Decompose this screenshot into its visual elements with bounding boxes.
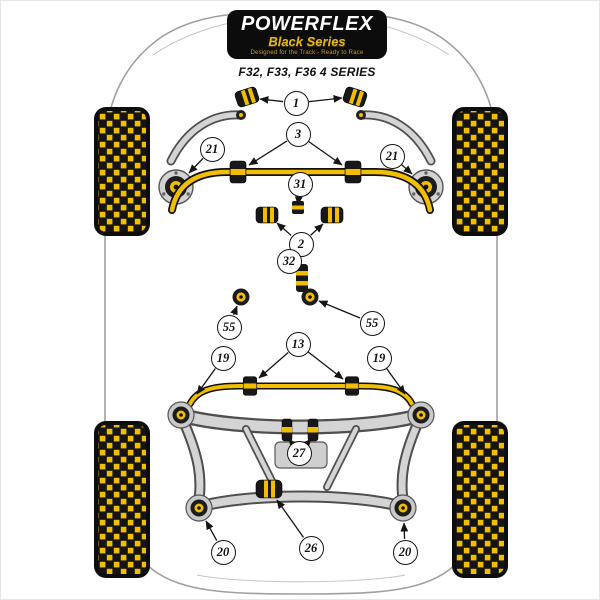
tire-rear-right: [452, 421, 508, 578]
callout-arrow-31: [294, 196, 303, 206]
exhaust-mount-part: [296, 264, 308, 292]
callout-arrow-20: [205, 520, 218, 541]
powerflex-logo: POWERFLEX: [240, 12, 374, 35]
logo-tagline: Designed for the Track - Ready to Race: [250, 49, 364, 56]
rear-link-bush-right: [307, 418, 319, 442]
callout-arrow-26: [276, 499, 305, 538]
front-control-arm-right: [356, 110, 436, 166]
rear-arb-bush-left: [242, 376, 258, 396]
callout-arrow-1: [259, 96, 284, 104]
callout-arrow-1: [308, 95, 343, 103]
callout-arrow-3: [308, 140, 343, 166]
front-control-arm-left: [166, 110, 246, 166]
front-lower-bush-left: [255, 206, 279, 224]
rear-suspension: [167, 376, 435, 522]
tire-front-left: [94, 107, 150, 236]
callout-arrow-19: [386, 368, 406, 395]
small-bush-left: [232, 288, 250, 306]
callout-arrow-13: [258, 352, 289, 379]
rear-arb-bush-right: [344, 376, 360, 396]
subframe-mount-rear-right: [389, 494, 417, 522]
subframe-mount-rear-left: [185, 494, 213, 522]
subframe-mount-front-right: [407, 401, 435, 429]
callout-arrow-13: [307, 351, 344, 380]
callout-arrow-55: [318, 300, 361, 319]
car-body-outline: [104, 13, 498, 595]
rear-link-bush-left: [281, 418, 293, 442]
front-arb-bush-left: [229, 160, 247, 184]
rear-diff-mount-bush: [255, 479, 283, 499]
model-label: F32, F33, F36 4 SERIES: [238, 65, 376, 79]
front-lower-bush-right: [320, 206, 344, 224]
tire-front-right: [452, 107, 508, 236]
callout-arrow-3: [248, 140, 288, 166]
callout-arrow-19: [196, 368, 216, 395]
callout-arrow-55: [230, 305, 238, 316]
front-arb-bush-right: [344, 160, 362, 184]
black-series-label: Black Series: [268, 33, 346, 49]
small-bush-right: [301, 288, 319, 306]
subframe-mount-front-left: [167, 401, 195, 429]
powerflex-logo-banner: POWERFLEX Black Series Designed for the …: [227, 10, 387, 59]
tire-rear-left: [94, 421, 150, 578]
callout-arrow-20: [400, 522, 409, 540]
